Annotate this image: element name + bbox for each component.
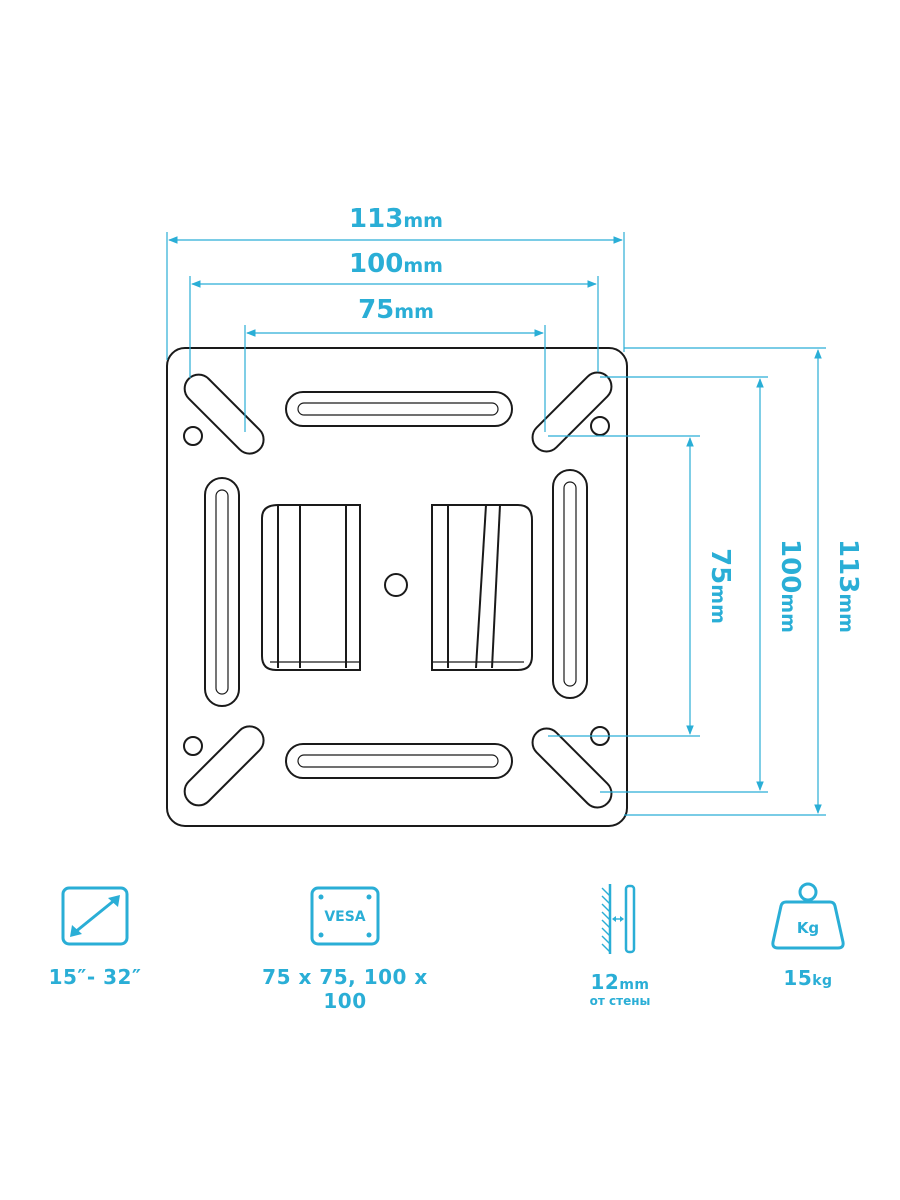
plate-outline (166, 347, 628, 827)
wall-distance-sub: от стены (589, 994, 651, 1008)
diagonal-arrow-icon (61, 886, 129, 946)
mounting-plate (166, 347, 628, 827)
weight-badge: Kg (797, 919, 819, 937)
hole-top-left (183, 426, 203, 446)
diagonal-slot-bottom-right (531, 727, 613, 809)
hole-top-right (590, 416, 610, 436)
hole-center (384, 573, 408, 597)
dimension-lines (166, 232, 826, 816)
weight-icon: Kg (771, 882, 845, 950)
vesa-icon: VESA (310, 886, 380, 946)
left-slot (204, 477, 240, 707)
right-slot (552, 469, 588, 699)
vesa-badge: VESA (324, 909, 365, 925)
diagonal-slot-top-right (531, 371, 613, 453)
spec-weight: Kg 15kg (748, 880, 868, 990)
spec-wall-distance: 12mm от стены (560, 882, 680, 1008)
right-bracket (431, 504, 533, 671)
dim-height-100-label: 100mm (775, 539, 805, 633)
bottom-slot (285, 743, 513, 779)
dim-height-113-label: 113mm (833, 539, 863, 633)
diagonal-slot-bottom-left (183, 725, 265, 807)
spec-screen-size: 15″- 32″ (30, 885, 160, 989)
dim-width-100-label: 100mm (349, 249, 443, 279)
vesa-plate-diagram: 113mm 100mm 75mm 75mm 100mm 113mm (166, 204, 863, 827)
dim-width-113-label: 113mm (349, 204, 443, 234)
weight-text: 15kg (783, 966, 833, 990)
dim-width-75-label: 75mm (358, 295, 434, 325)
screen-size-text: 15″- 32″ (48, 965, 142, 989)
left-bracket (261, 504, 361, 671)
wall-distance-text: 12mm (590, 970, 650, 994)
top-slot (285, 391, 513, 427)
dim-height-75-label: 75mm (705, 548, 735, 624)
spec-vesa: VESA 75 x 75, 100 x 100 (240, 885, 450, 1013)
vesa-text: 75 x 75, 100 x 100 (262, 965, 428, 1013)
wall-distance-icon (601, 884, 636, 954)
diagonal-slot-top-left (183, 373, 265, 455)
hole-bottom-left (183, 736, 203, 756)
